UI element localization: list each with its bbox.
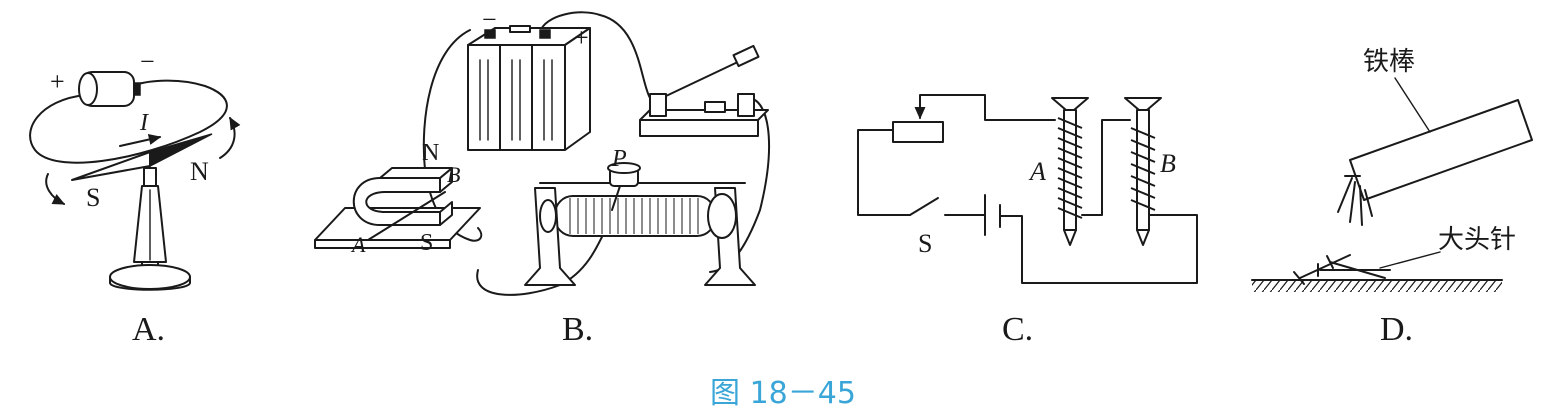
iron-rod-label: 铁棒	[1363, 47, 1415, 77]
panel-b-caption: B.	[562, 311, 593, 348]
panel-c-caption: C.	[1002, 311, 1033, 348]
compass-needle-icon	[71, 133, 213, 181]
magnet-south-label: S	[420, 230, 433, 256]
needle-south-label: S	[86, 183, 100, 212]
rotation-arrow-right-icon	[219, 116, 241, 159]
battery-minus-label: −	[482, 5, 497, 34]
knife-switch-icon	[639, 44, 769, 137]
switch-label: S	[918, 229, 932, 258]
figure-caption: 图 18－45	[710, 376, 856, 411]
ground-hatch	[1252, 280, 1502, 292]
compass-stand-icon	[109, 167, 191, 291]
nail-b-label: B	[1160, 149, 1176, 178]
rheostat-slider-arrow-icon	[914, 94, 1056, 121]
hanging-pins-icon	[1337, 175, 1373, 226]
nail-a-label: A	[1028, 157, 1046, 186]
panel-d-iron-rod: 铁棒 大头针 D.	[1251, 47, 1533, 348]
battery-plus-label: +	[574, 23, 589, 52]
magnet-north-label: N	[422, 140, 439, 166]
battery-plus-label: +	[50, 67, 65, 96]
panel-d-caption: D.	[1380, 311, 1413, 348]
rod-end-b-label: B	[447, 162, 460, 187]
battery-minus-label: −	[140, 47, 155, 76]
switch-blade-icon	[909, 197, 939, 216]
panel-a-compass-wire: + − I S N A.	[29, 47, 241, 348]
panel-a-caption: A.	[132, 311, 165, 348]
battery-pack-icon	[467, 25, 591, 151]
rotation-arrow-left-icon	[45, 173, 66, 205]
iron-rod-icon	[1349, 99, 1533, 201]
battery-cell-icon	[78, 71, 141, 107]
nail-a-icon	[1051, 97, 1089, 246]
nail-b-icon	[1124, 97, 1162, 246]
rheostat-box-icon	[892, 121, 944, 143]
conductor-rod-icon	[367, 191, 446, 241]
horseshoe-magnet-icon	[314, 167, 481, 249]
slider-label: P	[611, 146, 627, 172]
pins-label: 大头针	[1438, 225, 1516, 255]
current-label: I	[139, 110, 149, 136]
pins-leader-line	[1379, 251, 1441, 269]
panel-c-electromagnets: A B S C.	[857, 94, 1198, 348]
iron-rod-leader-line	[1394, 77, 1431, 133]
needle-north-label: N	[190, 157, 209, 186]
panel-b-rod-in-magnet: − + N S B A	[314, 5, 770, 348]
rod-end-a-label: A	[350, 232, 366, 257]
rheostat-icon	[524, 162, 756, 286]
current-arrow-icon	[119, 133, 162, 147]
